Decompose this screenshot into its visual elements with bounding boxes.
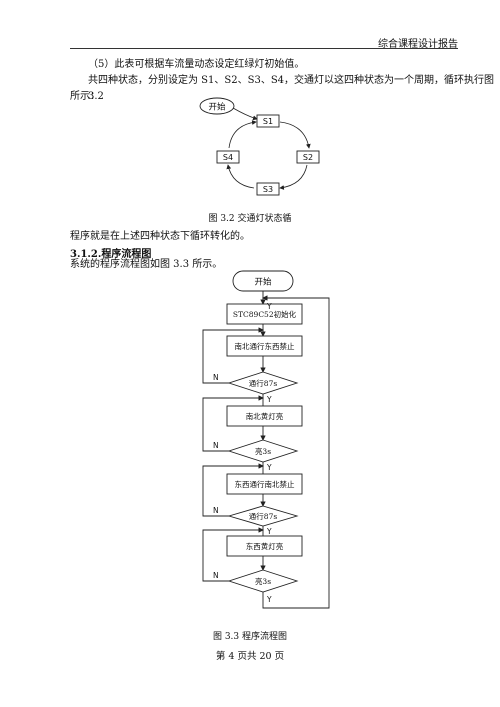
flow-process-3-box xyxy=(226,473,303,495)
flow-yes-label-3: Y xyxy=(266,527,272,536)
header-title: 综合课程设计报告 xyxy=(378,39,458,50)
flow-process-2-label: 南北黄灯亮 xyxy=(246,411,284,421)
state-s1-label: S1 xyxy=(263,117,273,126)
header-rule xyxy=(70,48,458,49)
state-start-label: 开始 xyxy=(208,102,226,113)
s2-to-s3-arrow xyxy=(279,164,308,190)
flow-process-2-box xyxy=(226,405,303,427)
flow-decision-3-label: 通行87s xyxy=(249,511,278,521)
flow-no-label-1: N xyxy=(213,373,219,382)
flow-no-label-3: N xyxy=(213,506,219,515)
flow-decision-4-label: 亮3s xyxy=(255,576,271,586)
flow-decision-2-label: 亮3s xyxy=(255,446,271,456)
flow-process-1-box xyxy=(226,335,303,357)
section-heading-flowchart: 3.1.2.程序流程图 xyxy=(70,249,152,260)
flow-process-1-label: 南北通行东西禁止 xyxy=(235,341,295,351)
state-s2-label: S2 xyxy=(303,153,313,162)
flow-process-4-label: 东西黄灯亮 xyxy=(246,541,284,551)
flow-start-label: 开始 xyxy=(254,277,272,288)
state-cycle-diagram: 开始 S1 S2 S3 S4 xyxy=(199,97,320,196)
flow-loop-no-4 xyxy=(202,527,264,582)
paragraph-flowchart-intro: 系统的程序流程图如图 3.3 所示。 xyxy=(70,259,223,270)
flow-yes-label-1: Y xyxy=(266,395,272,404)
flow-yes-label-4: Y xyxy=(266,595,272,604)
s3-to-s4-arrow xyxy=(226,164,255,189)
flow-loop-no-3 xyxy=(202,463,264,517)
flow-no-label-4: N xyxy=(213,571,219,580)
flow-loop-no-1 xyxy=(202,327,264,384)
s4-to-s1-arrow xyxy=(228,120,257,149)
paragraph-four-states-line1: 共四种状态，分别设定为 S1、S2、S3、S4，交通灯以这四种状态为一个周期，循… xyxy=(88,75,495,102)
flow-loop-no-2 xyxy=(202,395,264,452)
flow-process-3-label: 东西通行南北禁止 xyxy=(235,479,295,489)
paragraph-dynamic-setting: （5）此表可根据车流量动态设定红绿灯初始值。 xyxy=(88,59,305,70)
state-s2-box xyxy=(296,150,320,164)
flow-decision-1-label: 通行87s xyxy=(249,378,278,388)
flow-no-label-2: N xyxy=(213,441,219,450)
paragraph-four-states-line2: 所示： xyxy=(70,91,100,102)
flow-main-loop-back xyxy=(262,295,330,609)
flow-init-box xyxy=(226,303,303,325)
flow-init-label: STC89C52初始化 xyxy=(233,309,297,319)
state-s3-box xyxy=(256,182,280,196)
state-s3-label: S3 xyxy=(263,185,273,194)
state-s4-label: S4 xyxy=(223,153,233,162)
flow-process-4-box xyxy=(226,535,303,557)
figure-3-2-caption: 图 3.2 交通灯状态循 xyxy=(208,214,292,224)
start-to-s1-arrow xyxy=(232,107,258,121)
paragraph-cycle-summary: 程序就是在上述四种状态下循环转化的。 xyxy=(70,231,250,242)
state-s4-box xyxy=(216,150,240,164)
flow-yes-label-0: Y xyxy=(266,302,272,311)
state-start-node xyxy=(199,97,235,115)
s1-to-s2-arrow xyxy=(279,121,311,149)
page-number-footer: 第 4 页共 20 页 xyxy=(215,651,285,662)
flow-yes-label-2: Y xyxy=(266,463,272,472)
figure-3-3-caption: 图 3.3 程序流程图 xyxy=(212,632,288,642)
program-flowchart: 开始 STC89C52初始化 南北通行东西禁止 通行87s 南北黄灯亮 亮3s … xyxy=(202,270,330,609)
state-s1-box xyxy=(256,114,280,128)
